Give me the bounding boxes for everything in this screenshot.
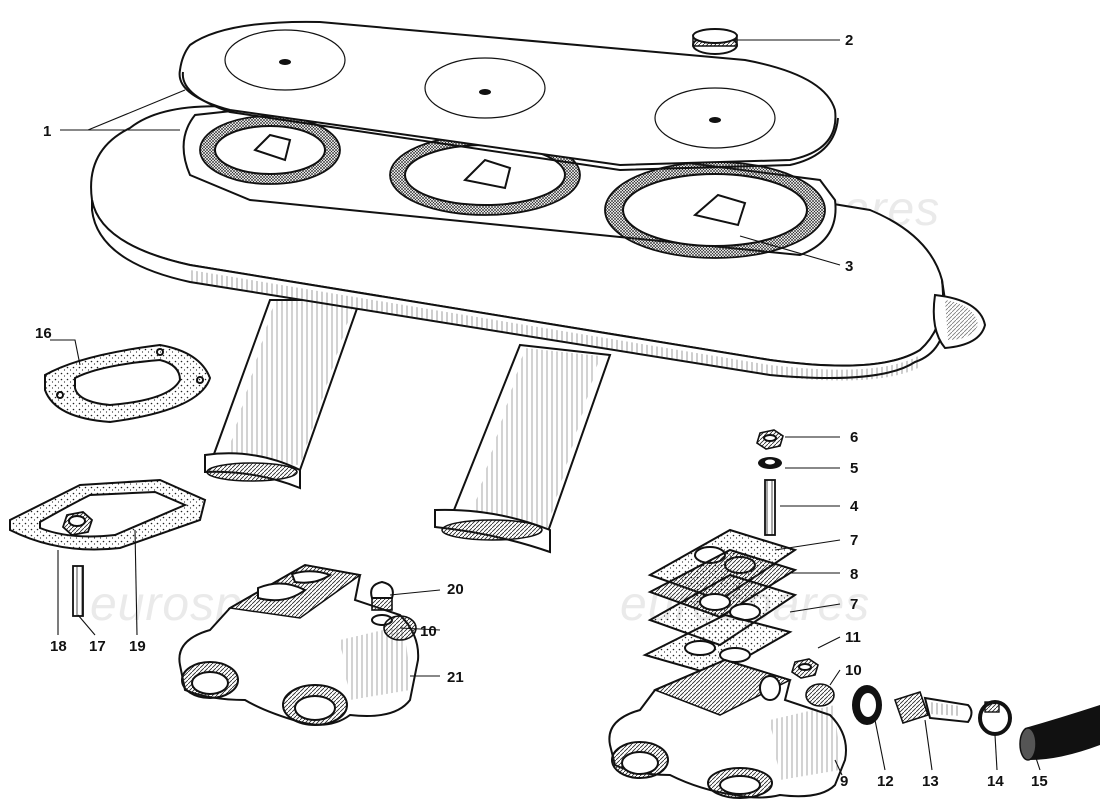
manifold-gasket-part — [9, 478, 207, 551]
plug-part — [805, 683, 835, 707]
leader-lines — [50, 39, 1041, 776]
callout-10-right: 10 — [845, 662, 862, 679]
callout-5: 5 — [850, 460, 858, 477]
callout-1: 1 — [43, 123, 51, 140]
manifold-stud-part — [72, 565, 84, 617]
callout-9: 9 — [840, 773, 848, 790]
callout-12: 12 — [877, 773, 894, 790]
cap-nut-part — [370, 580, 417, 641]
callout-10-left: 10 — [420, 623, 437, 640]
callout-13: 13 — [922, 773, 939, 790]
callout-3: 3 — [845, 258, 853, 275]
callout-18: 18 — [50, 638, 67, 655]
nut-part — [756, 429, 784, 450]
callout-17: 17 — [89, 638, 106, 655]
stud-part — [764, 479, 776, 536]
callout-7-upper: 7 — [850, 532, 858, 549]
callout-11: 11 — [845, 629, 861, 646]
filter-gasket-part — [44, 343, 212, 424]
cover-knob-nut — [692, 28, 738, 55]
callout-16: 16 — [35, 325, 52, 342]
callout-20: 20 — [447, 581, 464, 598]
callout-14: 14 — [987, 773, 1004, 790]
intake-manifold-right-part — [608, 658, 847, 799]
intake-trumpet-left — [204, 299, 362, 490]
sealing-ring-part — [852, 685, 882, 725]
hose-clamp-part — [978, 700, 1012, 736]
gasket-lower-part — [647, 573, 798, 647]
hose-union-part — [893, 691, 973, 724]
callout-4: 4 — [850, 498, 859, 515]
callout-2: 2 — [845, 32, 853, 49]
callout-labels: 1 2 3 4 5 6 7 8 7 9 10 10 11 12 13 14 15… — [35, 32, 1048, 790]
hose-part — [1019, 705, 1100, 761]
callout-7-lower: 7 — [850, 596, 858, 613]
callout-15: 15 — [1031, 773, 1048, 790]
air-filter-assembly — [90, 20, 987, 554]
manifold-nut-part — [791, 658, 819, 679]
callout-21: 21 — [447, 669, 464, 686]
filter-cover — [178, 20, 839, 172]
callout-8: 8 — [850, 566, 858, 583]
manifold-nut-left-part — [61, 511, 94, 536]
filter-element-2 — [389, 134, 581, 216]
washer-part — [758, 457, 782, 469]
gasket-bottom-part — [642, 613, 793, 677]
intake-trumpet-right — [434, 343, 612, 554]
intake-manifold-left-part — [178, 563, 420, 726]
filter-element-3 — [604, 161, 826, 259]
callout-19: 19 — [129, 638, 146, 655]
callout-6: 6 — [850, 429, 858, 446]
